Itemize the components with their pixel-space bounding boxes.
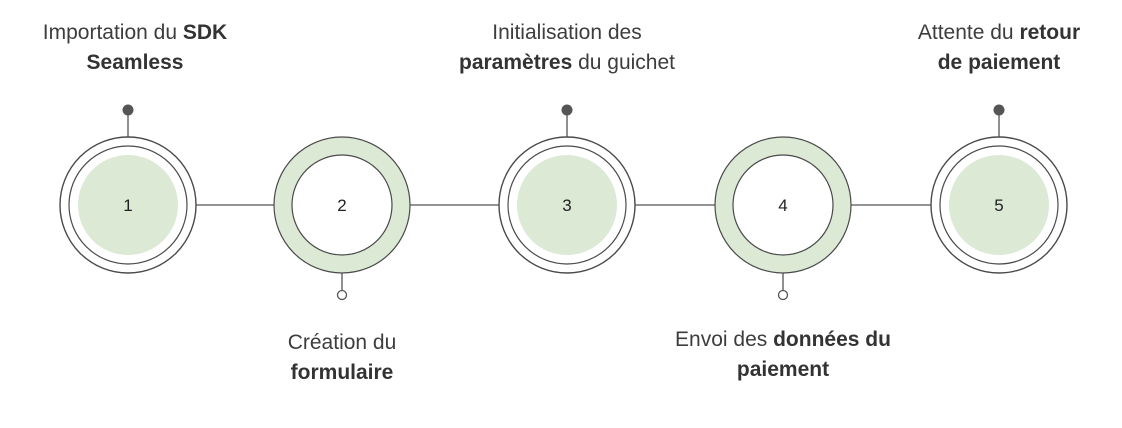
pin-dot-3	[561, 104, 573, 116]
step-node-5: 5	[930, 136, 1068, 274]
step-number: 1	[123, 196, 132, 215]
step-number: 5	[994, 196, 1003, 215]
pin-dot-2	[336, 289, 348, 301]
label-segment: paramètres	[459, 51, 573, 74]
inner-ring	[68, 145, 188, 265]
label-segment: retour	[1019, 21, 1081, 44]
center-disc	[291, 154, 393, 256]
step-node-2: 2	[273, 136, 411, 274]
step-number: 2	[337, 196, 346, 215]
pin-dot-1	[122, 104, 134, 116]
step-node-1: 1	[59, 136, 197, 274]
label-segment: Envoi des	[675, 328, 774, 351]
label-segment: paiement	[736, 358, 830, 381]
center-disc	[517, 155, 617, 255]
step-number: 4	[778, 196, 787, 215]
step-label-2: Création du formulaire	[288, 328, 397, 388]
label-segment: Importation du	[42, 21, 183, 44]
label-segment: Initialisation des	[492, 21, 642, 44]
label-segment: Seamless	[86, 51, 184, 74]
step-label-3: Initialisation des paramètres du guichet	[459, 18, 675, 78]
step-label-4: Envoi des données du paiement	[675, 325, 891, 385]
label-segment: SDK	[182, 21, 228, 44]
label-segment: données du	[773, 328, 891, 351]
center-disc	[949, 155, 1049, 255]
step-label-1: Importation du SDK Seamless	[43, 18, 227, 78]
pin-dot-4	[777, 289, 789, 301]
step-node-4: 4	[714, 136, 852, 274]
label-segment: de paiement	[937, 51, 1061, 74]
label-segment: Création du	[287, 331, 397, 354]
step-nodes: 1 2 3 4 5	[59, 136, 1068, 274]
label-segment: formulaire	[290, 361, 394, 384]
inner-ring	[939, 145, 1059, 265]
step-label-5: Attente du retour de paiement	[918, 18, 1080, 78]
center-disc	[78, 155, 178, 255]
step-number: 3	[562, 196, 571, 215]
pin-dot-5	[993, 104, 1005, 116]
step-node-3: 3	[498, 136, 636, 274]
center-disc	[732, 154, 834, 256]
pins	[122, 104, 1005, 301]
label-segment: Attente du	[917, 21, 1020, 44]
label-segment: du guichet	[572, 51, 675, 74]
inner-ring	[507, 145, 627, 265]
